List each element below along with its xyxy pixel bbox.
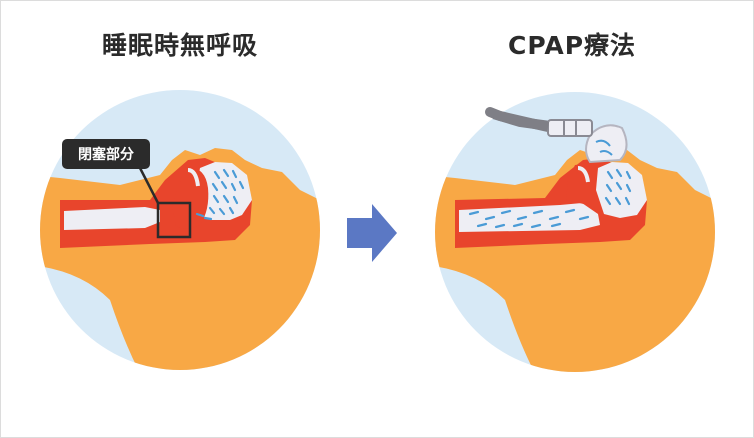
obstruction-marker [156,201,192,239]
callout-box [62,139,150,169]
tongue-right [566,164,596,205]
cpap-diagram [435,92,715,372]
airflow-dashes-right [468,168,632,229]
arrow-right-icon [347,204,397,262]
cpap-tube-end [485,107,505,121]
tube-connector [547,119,593,137]
airway-passage-left [64,207,160,230]
panel-title-cpap: CPAP療法 [507,31,637,60]
sleep-apnea-diagram: 閉塞部分 [40,90,320,370]
airway-passage-right [459,203,600,232]
nasal-passage-left [196,162,252,220]
callout-label: 閉塞部分 [78,146,134,163]
callout-pointer [138,167,160,204]
cpap-tube-outer [498,111,550,132]
tongue-highlight-left [187,168,200,187]
obstruction-callout: 閉塞部分 [62,139,192,239]
cpap-mask [585,124,628,164]
panel-title-sleep-apnea: 睡眠時無呼吸 [101,31,258,60]
airflow-dashes-left [195,168,245,221]
tongue-highlight-right [577,166,590,183]
